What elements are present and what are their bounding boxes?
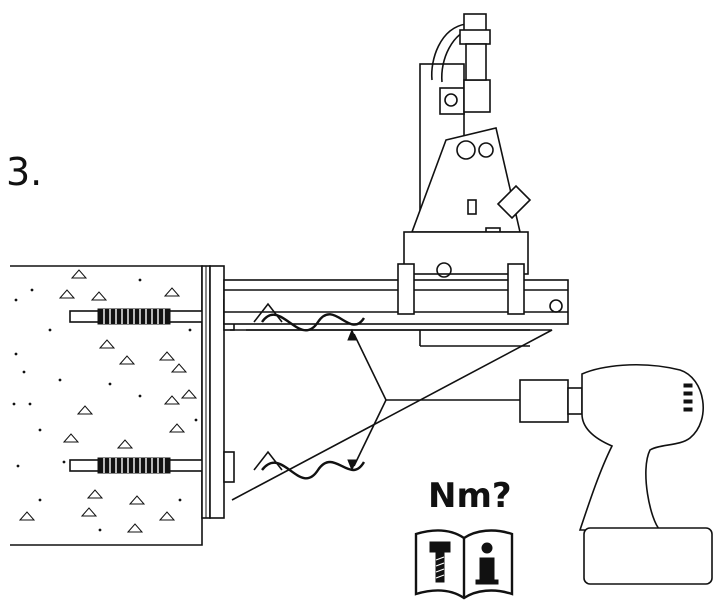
torque-question: Nm?: [428, 476, 512, 516]
step-number: 3.: [6, 150, 43, 194]
clamp-assembly: [397, 13, 532, 315]
concrete-wall: [10, 265, 203, 546]
info-icon: [475, 542, 499, 585]
impact-driver: [519, 363, 713, 585]
manual-book-icon: [414, 529, 514, 600]
anchor-bolt-upper: [69, 308, 231, 325]
bolt-icon: [429, 541, 451, 583]
anchor-bolt-lower: [69, 457, 231, 474]
adjustment-arrows: [253, 302, 520, 480]
